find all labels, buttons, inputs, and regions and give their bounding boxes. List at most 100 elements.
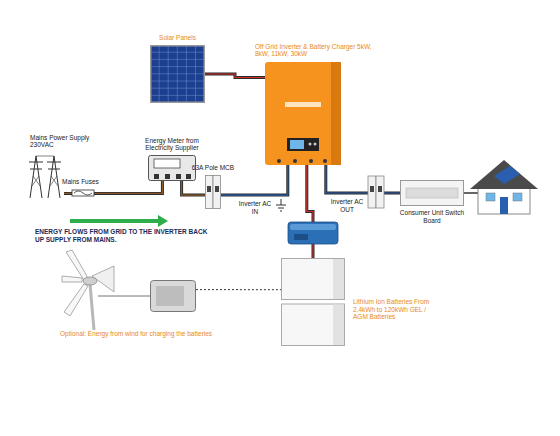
pylon-part bbox=[30, 156, 42, 198]
solar-panel-part bbox=[151, 66, 204, 67]
solar-panel-part bbox=[151, 46, 205, 103]
inverter-body bbox=[265, 62, 341, 165]
inverter-body-part bbox=[314, 143, 317, 146]
house-part bbox=[486, 193, 495, 201]
battery-body-part bbox=[333, 259, 344, 299]
solar-panel-part bbox=[151, 95, 204, 96]
solar-panel-part bbox=[151, 81, 204, 82]
cable bbox=[182, 181, 205, 195]
meter-body bbox=[149, 156, 196, 181]
fuse-label: Mains Fuses bbox=[62, 178, 118, 186]
input-mcb: 63A Pole MCB bbox=[205, 175, 221, 209]
ground-symbol-part bbox=[281, 199, 282, 205]
dashed-link bbox=[196, 289, 281, 290]
inverter-body-part bbox=[331, 62, 341, 165]
cable-core bbox=[326, 165, 400, 193]
ac-out-label: Inverter AC OUT bbox=[329, 198, 365, 213]
pylon-part bbox=[47, 162, 61, 163]
solar-panel-part bbox=[151, 73, 204, 74]
inverter-body-part bbox=[323, 159, 327, 163]
battery-monitor-part bbox=[294, 234, 308, 240]
wind-controller-part bbox=[150, 280, 196, 312]
inverter-body-part bbox=[285, 102, 321, 107]
consumer-body-part bbox=[406, 188, 458, 198]
wind-turbine-part bbox=[90, 284, 94, 330]
solar-panel bbox=[151, 46, 205, 103]
mcb-body-part bbox=[213, 176, 221, 209]
mcb-body-part bbox=[207, 186, 211, 192]
output-mcb-part bbox=[368, 176, 376, 208]
battery-stack-part bbox=[281, 258, 345, 346]
battery-body bbox=[282, 259, 345, 346]
cable bbox=[326, 165, 400, 193]
cable-outline bbox=[196, 289, 281, 290]
controller-body-part bbox=[156, 286, 184, 306]
inverter-body-part bbox=[277, 159, 281, 163]
mcb-body-part bbox=[215, 186, 219, 192]
solar-panel-part bbox=[151, 52, 204, 53]
ground-symbol-part bbox=[278, 208, 284, 209]
fuse-symbol bbox=[72, 190, 94, 196]
mains-pylons: Mains Power Supply 230VAC bbox=[28, 152, 64, 198]
battery-body-part bbox=[282, 304, 345, 346]
house-part bbox=[470, 160, 538, 189]
wind-turbine-part bbox=[64, 284, 88, 316]
output-mcb bbox=[368, 176, 384, 208]
pylon-part bbox=[29, 162, 43, 163]
house-cable-part bbox=[464, 192, 478, 194]
solar-panel-part bbox=[151, 59, 204, 60]
green-flow-arrow-part bbox=[158, 215, 168, 227]
fuse-symbol-part bbox=[72, 190, 94, 196]
cable-outline bbox=[205, 74, 265, 78]
house-part bbox=[494, 166, 520, 184]
ac-in-label: Inverter AC IN bbox=[238, 200, 272, 215]
pylon-part bbox=[30, 169, 42, 170]
house-cable bbox=[464, 193, 478, 194]
panel-label: Solar Panels bbox=[143, 34, 213, 42]
pylon-part bbox=[48, 156, 60, 198]
battery-monitor-part bbox=[288, 222, 338, 244]
wind-controller: Optional: Energy from wind for charging … bbox=[150, 280, 196, 312]
solar-panel-part bbox=[150, 45, 205, 103]
ground-symbol-part bbox=[280, 211, 282, 212]
inverter-body-part bbox=[265, 62, 341, 165]
mcb-label: 63A Pole MCB bbox=[188, 164, 238, 172]
pylon-part bbox=[51, 176, 58, 186]
meter-body-part bbox=[176, 174, 181, 179]
ground-symbol-part bbox=[276, 205, 286, 206]
wind-turbine-part bbox=[62, 276, 82, 282]
ground-symbol bbox=[276, 199, 286, 211]
meter-body-part bbox=[154, 159, 180, 168]
solar-panel-part bbox=[151, 88, 204, 89]
turbine-cable-part bbox=[98, 296, 150, 297]
house bbox=[470, 160, 538, 214]
meter-label: Energy Meter from Electricity Supplier bbox=[132, 137, 212, 152]
consumer-label: Consumer Unit Switch Board bbox=[399, 209, 465, 224]
meter-body-part bbox=[149, 156, 196, 181]
pylon bbox=[29, 156, 43, 198]
inverter-body-part bbox=[290, 140, 304, 149]
inverter-charger-part bbox=[265, 62, 341, 165]
inverter-body-part bbox=[309, 159, 313, 163]
house-part bbox=[513, 193, 522, 201]
battery-body-part bbox=[282, 259, 345, 300]
cable bbox=[205, 74, 265, 78]
mcb-body-part bbox=[206, 176, 214, 209]
meter-body-part bbox=[165, 174, 170, 179]
cable-outline bbox=[326, 165, 400, 193]
turbine-cable bbox=[98, 296, 150, 297]
mains-label: Mains Power Supply 230VAC bbox=[30, 134, 94, 149]
energy-meter: Energy Meter from Electricity Supplier bbox=[148, 155, 196, 181]
energy-flow-note: ENERGY FLOWS FROM GRID TO THE INVERTER B… bbox=[35, 228, 217, 243]
pylon-part bbox=[32, 176, 39, 186]
consumer-unit-part bbox=[400, 180, 464, 206]
input-mcb-part bbox=[205, 175, 221, 209]
house-part bbox=[478, 186, 530, 214]
fuse-symbol-part bbox=[74, 191, 92, 195]
output-mcb-part bbox=[370, 186, 374, 192]
solar-panel: Solar Panels bbox=[150, 45, 205, 103]
output-mcb-part bbox=[376, 176, 384, 208]
green-flow-arrow-part bbox=[70, 219, 158, 223]
wind-turbine-part bbox=[66, 250, 88, 280]
